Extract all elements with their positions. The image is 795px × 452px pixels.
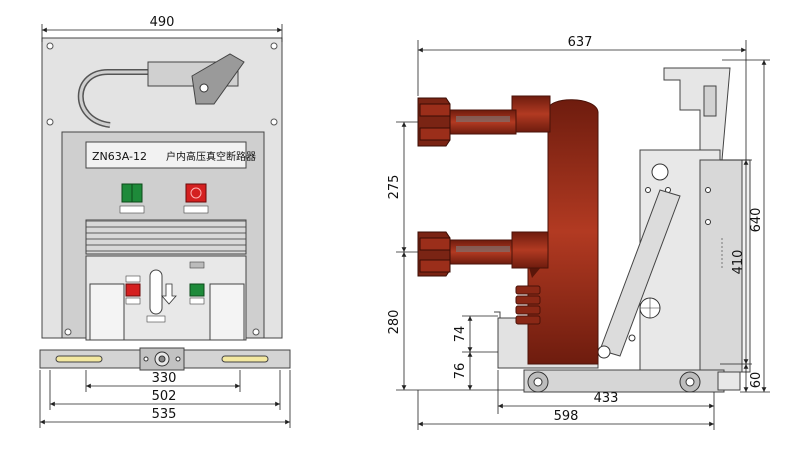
dim-base-535: 535: [152, 407, 177, 422]
down-arrow-icon: [161, 283, 177, 305]
dim-410: 410: [731, 250, 746, 275]
diagonal-strut: [599, 189, 681, 357]
nameplate: [85, 141, 247, 169]
side-view: 637 275 280 74 76 640 410 60 433 598: [387, 35, 770, 430]
red-indicator: [125, 283, 141, 297]
right-door: [209, 283, 245, 341]
insulator-sheds: [515, 285, 541, 325]
dim-rail-502: 502: [152, 389, 177, 404]
green-indicator: [189, 283, 205, 297]
dim-60: 60: [749, 372, 764, 389]
ventilation-slats: [85, 219, 247, 255]
open-button: [185, 183, 207, 203]
nameplate-name: 户内高压真空断路器: [166, 150, 256, 163]
side-right-panel: [699, 159, 747, 373]
charge-slot: [149, 269, 163, 315]
right-rail-slot: [221, 355, 269, 363]
front-view: ZN63A-12 户内高压真空断路器: [39, 15, 291, 428]
mount-hole: [270, 42, 278, 50]
dim-640: 640: [749, 208, 764, 233]
dim-598: 598: [554, 409, 579, 424]
dim-280: 280: [387, 310, 402, 335]
dim-width-top: 490: [150, 15, 175, 30]
dim-74: 74: [453, 326, 468, 343]
left-rail-slot: [55, 355, 103, 363]
mount-hole: [46, 118, 54, 126]
upper-bracket: [663, 67, 731, 161]
mount-hole: [270, 118, 278, 126]
dim-overall-637: 637: [568, 35, 593, 50]
dim-433: 433: [594, 391, 619, 406]
dim-rail-330: 330: [152, 371, 177, 386]
left-door: [89, 283, 125, 341]
mount-hole: [46, 42, 54, 50]
dim-76: 76: [453, 363, 468, 380]
nameplate-model: ZN63A-12: [92, 150, 147, 163]
insulator-column: [527, 99, 599, 365]
dim-275: 275: [387, 175, 402, 200]
